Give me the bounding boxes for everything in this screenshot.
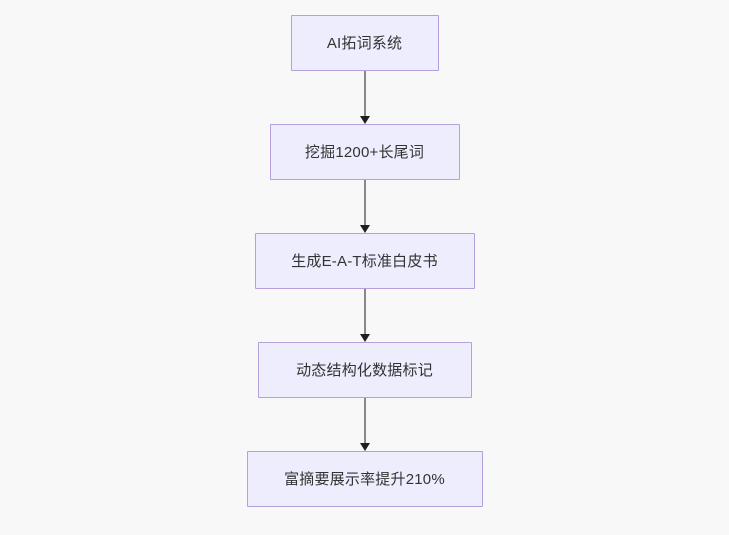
node-label: AI拓词系统 [326,34,403,52]
flowchart-edge-4 [359,398,371,451]
node-label: 挖掘1200+长尾词 [304,143,425,161]
flowchart-edge-2 [359,180,371,233]
edge-line [363,398,366,443]
arrowhead-down-icon [359,443,370,451]
edge-line [363,71,366,116]
edge-line [363,180,366,225]
flowchart-node-eat-whitepaper[interactable]: 生成E-A-T标准白皮书 [254,233,475,289]
flowchart-node-rich-snippet-result[interactable]: 富摘要展示率提升210% [246,451,483,507]
arrowhead-down-icon [359,334,370,342]
arrowhead-down-icon [359,225,370,233]
node-label: 生成E-A-T标准白皮书 [291,252,438,270]
node-label: 动态结构化数据标记 [296,361,433,379]
node-label: 富摘要展示率提升210% [284,470,445,488]
flowchart-edge-3 [359,289,371,342]
flowchart-node-ai-keyword-system[interactable]: AI拓词系统 [290,15,439,71]
flowchart-edge-1 [359,71,371,124]
edge-line [363,289,366,334]
arrowhead-down-icon [359,116,370,124]
flowchart-node-structured-data-markup[interactable]: 动态结构化数据标记 [257,342,472,398]
flowchart-node-longtail-keywords[interactable]: 挖掘1200+长尾词 [269,124,460,180]
